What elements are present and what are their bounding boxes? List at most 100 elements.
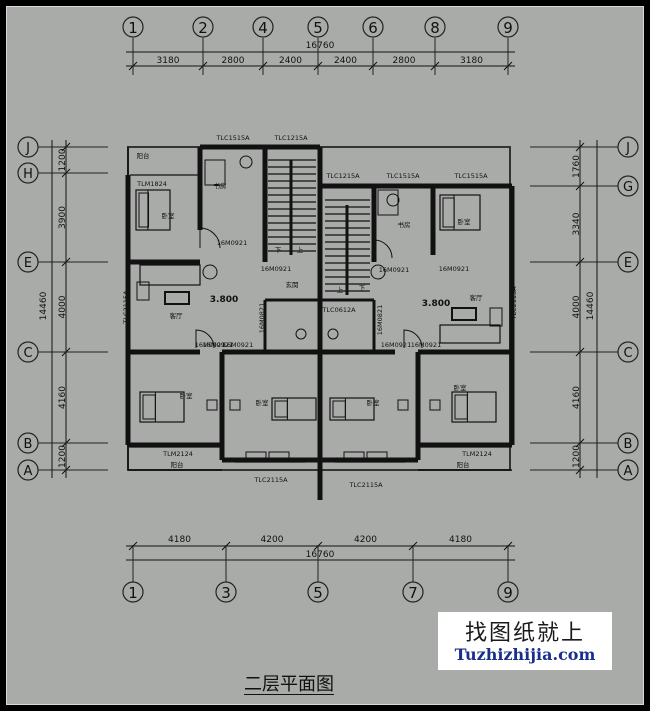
room-or-tag-label: 客厅	[170, 311, 184, 320]
room-or-tag-label: 卧室	[256, 398, 270, 407]
room-or-tag-label: 上	[337, 285, 344, 294]
room-or-tag-label: 书房	[398, 220, 411, 229]
bed-pillow	[442, 197, 455, 228]
nightstand	[429, 399, 441, 411]
dim-right-seg: 3340	[572, 212, 582, 235]
nightstand	[206, 399, 218, 411]
room-or-tag-label: TLC2115A	[510, 286, 518, 321]
room-or-tag-label: 16M0921	[203, 341, 233, 349]
dim-bottom-total: 16760	[306, 550, 335, 560]
bed-pillow	[274, 400, 288, 418]
bed-pillow	[138, 192, 150, 228]
dim-right-seg: 1760	[572, 155, 582, 178]
room-or-tag-label: 阳台	[137, 151, 150, 160]
sofa	[439, 324, 501, 344]
bed	[451, 391, 497, 423]
chair	[245, 451, 267, 463]
axis-label-top: 8	[430, 19, 440, 37]
room-or-tag-label: 卧室	[367, 398, 381, 407]
dim-left-total: 14460	[39, 291, 49, 320]
room-or-tag-label: TLC1515A	[453, 172, 488, 180]
room-or-tag-label: 书房	[214, 181, 227, 190]
dim-top-seg: 2800	[222, 56, 245, 66]
axis-bubble-top	[122, 16, 144, 38]
door-swing	[373, 239, 393, 259]
room-or-tag-label: TLM1824	[136, 180, 167, 188]
room-or-tag-label: 卧室	[162, 211, 176, 220]
room-or-tag-label: 16M0921	[379, 266, 409, 274]
room-or-tag-label: 16M0921	[439, 265, 469, 273]
watermark-text-cn: 找图纸就上	[464, 621, 585, 646]
room-or-tag-label: 阳台	[171, 460, 184, 469]
dim-left-seg: 3900	[58, 206, 68, 229]
axis-label-right: E	[624, 256, 632, 271]
dim-top-seg: 3180	[460, 56, 483, 66]
axis-bubble-top	[424, 16, 446, 38]
axis-label-left: E	[24, 256, 32, 271]
room-or-tag-label: 16M0921	[223, 341, 253, 349]
axis-label-left: C	[23, 346, 32, 361]
dim-left-seg: 4000	[58, 295, 68, 318]
dim-left-seg: 4160	[58, 386, 68, 409]
room-or-tag-label: 卧室	[180, 391, 194, 400]
coffee-table	[451, 307, 477, 321]
dim-top-seg: 2400	[279, 56, 302, 66]
round-table	[370, 264, 386, 280]
wc-toilet	[327, 328, 339, 340]
room-or-tag-label: 下	[275, 246, 282, 254]
room-or-tag-label: TLC2115A	[122, 290, 130, 325]
nightstand	[229, 399, 241, 411]
room-or-tag-label: 玄関	[286, 280, 299, 289]
room-or-tag-label: 下	[359, 284, 366, 292]
bed-pillow	[454, 394, 468, 420]
room-or-tag-label: 3.800	[210, 295, 238, 305]
dim-right-total: 14460	[586, 291, 596, 320]
bed-pillow	[142, 394, 156, 420]
room-or-tag-label: 16M0921	[261, 265, 291, 273]
axis-bubble-top	[362, 16, 384, 38]
watermark-text-url: Tuzhizhijia.com	[454, 645, 596, 664]
dim-bottom-seg: 4180	[168, 535, 191, 545]
dim-top-seg: 2400	[334, 56, 357, 66]
room-or-tag-label: TLC1515A	[215, 134, 250, 142]
axis-label-top: 4	[258, 19, 268, 37]
axis-label-bottom: 1	[128, 584, 138, 602]
axis-label-right: A	[624, 464, 633, 479]
bed	[439, 194, 481, 231]
axis-label-top: 5	[313, 19, 323, 37]
dim-top-total: 16760	[306, 41, 335, 51]
wc-toilet	[295, 328, 307, 340]
door-swing	[403, 329, 423, 349]
drawing-frame	[6, 6, 644, 705]
room-or-tag-label: 上	[297, 245, 304, 254]
axis-label-right: B	[624, 437, 633, 452]
room-or-tag-label: 16M0821	[258, 303, 266, 333]
room-or-tag-label: TLC1515A	[385, 172, 420, 180]
room-or-tag-label: 阳台	[457, 460, 470, 469]
room-or-tag-label: TLM2124	[162, 450, 193, 458]
axis-bubble-top	[252, 16, 274, 38]
axis-label-bottom: 5	[313, 584, 323, 602]
dim-left-seg: 1200	[58, 148, 68, 171]
room-or-tag-label: 16M0921	[381, 341, 411, 349]
room-or-tag-label: 16M0921	[217, 239, 247, 247]
room-or-tag-label: TLC0612A	[321, 306, 356, 314]
bed	[135, 189, 171, 231]
coffee-table	[164, 291, 190, 305]
room-or-tag-label: TLC1215A	[273, 134, 308, 142]
room-or-tag-label: 16M0821	[376, 305, 384, 335]
room-or-tag-label: TLC2115A	[348, 481, 383, 489]
dim-right-seg: 1200	[572, 445, 582, 468]
dim-right-seg: 4160	[572, 386, 582, 409]
axis-label-left: A	[24, 464, 33, 479]
desk	[204, 159, 226, 186]
dim-top-seg: 3180	[157, 56, 180, 66]
nightstand	[397, 399, 409, 411]
dim-bottom-seg: 4200	[261, 535, 284, 545]
door-swing	[199, 227, 221, 249]
axis-label-right: G	[623, 180, 633, 195]
axis-label-right: C	[623, 346, 632, 361]
axis-label-top: 9	[503, 19, 513, 37]
